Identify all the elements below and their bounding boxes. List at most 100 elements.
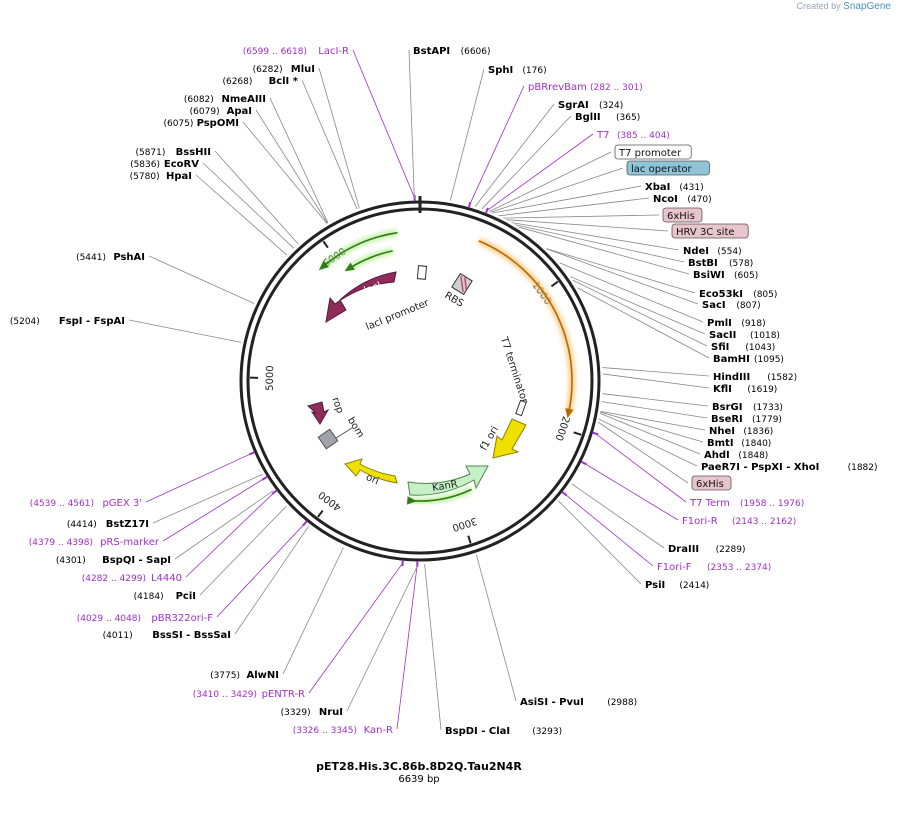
site-sphi[interactable]: SphI(176): [488, 65, 547, 76]
site-t7[interactable]: T7(385 .. 404): [596, 130, 670, 141]
leader-line: [308, 562, 403, 694]
site-bstbi[interactable]: BstBI(578): [688, 258, 753, 269]
site-ahdi[interactable]: AhdI(1848): [704, 450, 768, 461]
site-saci[interactable]: SacI(807): [702, 300, 761, 311]
site-sgrai[interactable]: SgrAI(324): [558, 100, 623, 111]
site-nhei[interactable]: NheI(1836): [709, 426, 773, 437]
feature-label-laci-promoter: lacI promoter: [364, 297, 431, 333]
leader-line: [145, 452, 253, 503]
site-bamhi[interactable]: BamHI(1095): [713, 354, 784, 365]
site-t7-promoter[interactable]: T7 promoter: [614, 144, 692, 160]
site-bspqi-sapi[interactable]: BspQI - SapI(4301): [56, 555, 171, 566]
site-eco53ki[interactable]: Eco53kI(805): [699, 289, 777, 300]
site-pbrrevbam[interactable]: pBRrevBam(282 .. 301): [528, 82, 643, 93]
site-name: PmlI: [707, 318, 732, 329]
site-position: (1018): [750, 331, 780, 341]
site-pmli[interactable]: PmlI(918): [707, 318, 766, 329]
leader-line: [489, 151, 612, 212]
site-bcli[interactable]: BclI *(6268): [222, 76, 298, 87]
leader-line: [474, 103, 555, 207]
leader-line: [546, 248, 699, 305]
site-paer7i-pspxi-xhoi[interactable]: PaeR7I - PspXI - XhoI(1882): [701, 462, 878, 473]
leader-line: [255, 109, 328, 224]
site-name: HpaI: [166, 171, 192, 182]
site-f1ori-r[interactable]: F1ori-R(2143 .. 2162): [682, 516, 796, 527]
site-bsrgi[interactable]: BsrGI(1733): [712, 402, 783, 413]
site-name: 6xHis: [696, 479, 724, 490]
laci-arrow[interactable]: [325, 271, 397, 323]
site-bseri[interactable]: BseRI(1779): [711, 414, 782, 425]
f1-ori-arrow[interactable]: [492, 418, 527, 459]
site-sfii[interactable]: SfiI(1043): [711, 342, 775, 353]
leader-line: [424, 563, 442, 731]
rop-arrow[interactable]: [306, 401, 330, 425]
site-hrv-3c-site[interactable]: HRV 3C site: [671, 223, 749, 239]
site-prs-marker[interactable]: pRS-marker(4379 .. 4398): [29, 537, 160, 548]
site-hpai[interactable]: HpaI(5780): [130, 171, 192, 182]
site-apai[interactable]: ApaI(6079): [190, 106, 252, 117]
site-position: (605): [734, 271, 758, 281]
site-name: 6xHis: [667, 211, 695, 222]
site-ecorv[interactable]: EcoRV(5836): [130, 159, 199, 170]
site-bsiwi[interactable]: BsiWI(605): [693, 270, 758, 281]
rbs-feature[interactable]: [451, 272, 473, 296]
leader-line: [152, 473, 263, 524]
site-pentr-r[interactable]: pENTR-R(3410 .. 3429): [193, 689, 305, 700]
t7-terminator-box[interactable]: [515, 399, 527, 417]
site-ncoi[interactable]: NcoI(470): [653, 194, 712, 205]
site-bstz17i[interactable]: BstZ17I(4414): [67, 519, 149, 530]
laci-promoter-box[interactable]: [416, 265, 428, 280]
site-name: EcoRV: [164, 159, 199, 170]
site-bspdi-clai[interactable]: BspDI - ClaI(3293): [445, 726, 562, 737]
site-hindiii[interactable]: HindIII(1582): [713, 372, 797, 383]
site-mlui[interactable]: MluI(6282): [253, 64, 315, 75]
site-asisi-pvui[interactable]: AsiSI - PvuI(2988): [520, 697, 637, 708]
site-psii[interactable]: PsiI(2414): [645, 580, 709, 591]
ori-arrow[interactable]: [344, 458, 398, 484]
site-position: (6079): [190, 107, 220, 117]
site-pspomi[interactable]: PspOMI(6075): [163, 118, 239, 129]
leader-line: [282, 547, 344, 675]
site-pshai[interactable]: PshAI(5441): [76, 252, 145, 263]
leader-line: [519, 226, 690, 275]
feature-box: [614, 144, 692, 160]
site-name: NheI: [709, 426, 735, 437]
site-position: (1733): [753, 403, 783, 413]
site-name: NruI: [319, 707, 343, 718]
kanr-arrow[interactable]: [407, 465, 489, 496]
site-alwni[interactable]: AlwNI(3775): [210, 670, 279, 681]
site-bsshii[interactable]: BssHII(5871): [135, 147, 211, 158]
site-position: (5204): [10, 317, 40, 327]
site-bstapi[interactable]: BstAPI(6606): [413, 46, 491, 57]
site-position: (3326 .. 3345): [293, 726, 357, 736]
site-bmti[interactable]: BmtI(1840): [707, 438, 771, 449]
site-fspi-fspai[interactable]: FspI - FspAI(5204): [10, 316, 125, 327]
site-bglii[interactable]: BglII(365): [575, 112, 640, 123]
site-pcii[interactable]: PciI(4184): [134, 591, 196, 602]
site-lac-operator[interactable]: lac operator: [626, 160, 710, 176]
site-f1ori-f[interactable]: F1ori-F(2353 .. 2374): [657, 562, 771, 573]
site-position: (4011): [103, 631, 133, 641]
site-nrui[interactable]: NruI(3329): [281, 707, 343, 718]
leader-line: [481, 115, 572, 210]
site-pbr322ori-f[interactable]: pBR322ori-F(4029 .. 4048): [77, 613, 214, 624]
bom-box[interactable]: [317, 428, 339, 450]
site-t7-term[interactable]: T7 Term(1958 .. 1976): [689, 498, 804, 509]
site-xbai[interactable]: XbaI(431): [645, 182, 704, 193]
site-kan-r[interactable]: Kan-R(3326 .. 3345): [293, 725, 393, 736]
site-kfli[interactable]: KflI(1619): [713, 384, 777, 395]
site-draiii[interactable]: DraIII(2289): [668, 544, 746, 555]
site-nmeaiii[interactable]: NmeAIII(6082): [184, 94, 266, 105]
site-position: (1958 .. 1976): [740, 499, 804, 509]
site-laci-r[interactable]: LacI-R(6599 .. 6618): [243, 46, 349, 57]
site-6xhis[interactable]: 6xHis: [691, 475, 732, 491]
site-ndei[interactable]: NdeI(554): [683, 246, 742, 257]
leader-line: [571, 483, 665, 549]
insert-arc: [478, 240, 573, 413]
site-bsssi-bsssai[interactable]: BssSI - BssSaI(4011): [103, 630, 231, 641]
site-position: (6282): [253, 65, 283, 75]
site-sacii[interactable]: SacII(1018): [709, 330, 780, 341]
site-pgex-3[interactable]: pGEX 3'(4539 .. 4561): [30, 498, 142, 509]
site-l4440[interactable]: L4440(4282 .. 4299): [82, 573, 182, 584]
site-6xhis[interactable]: 6xHis: [662, 207, 703, 223]
